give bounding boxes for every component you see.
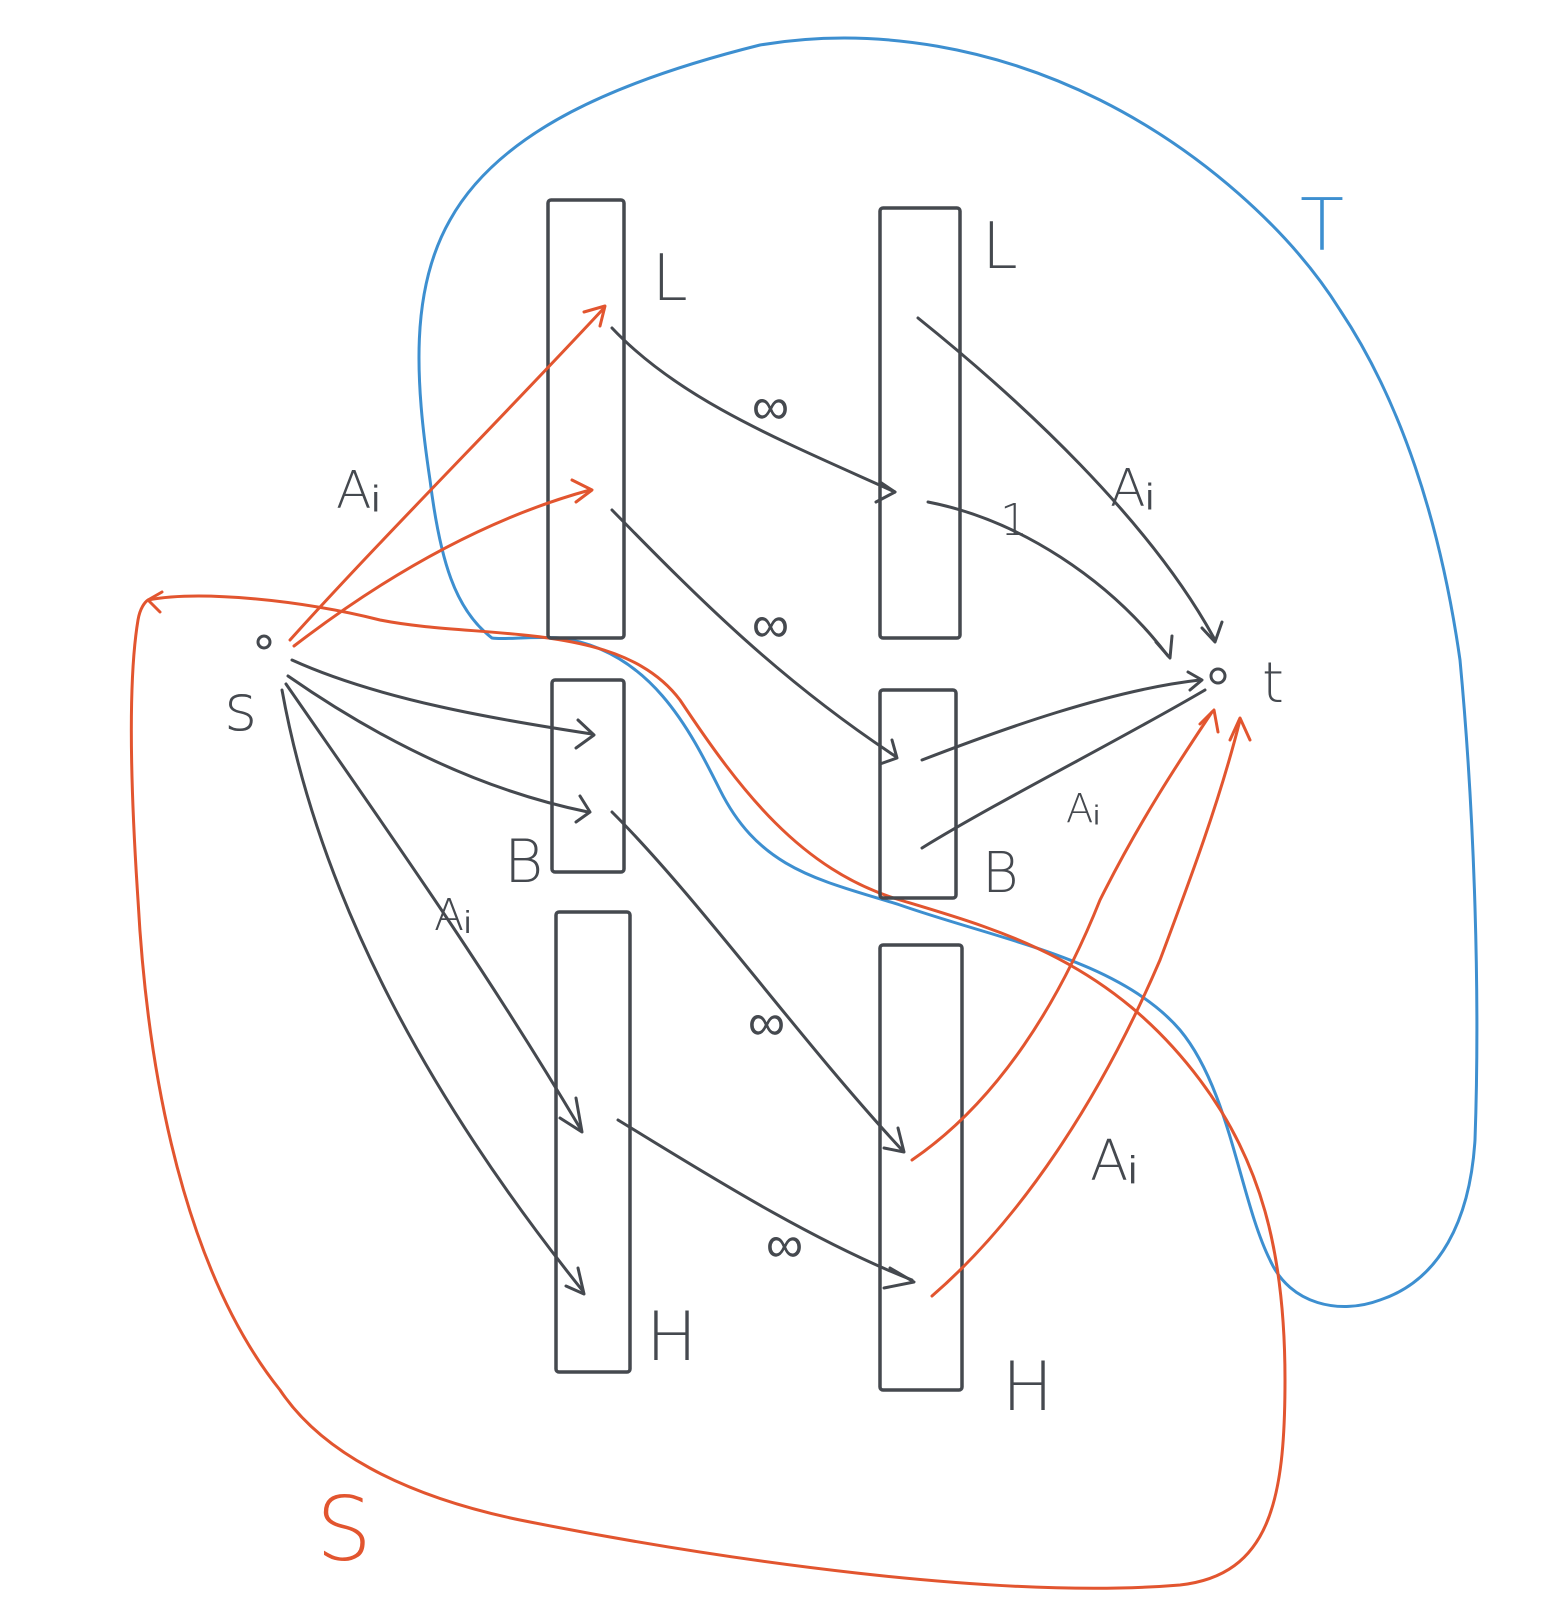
- edge-s-leftL-upper: [288, 306, 606, 642]
- arrowhead-s-leftB-1: [574, 718, 596, 750]
- arrowhead-s-leftL-lower: [570, 478, 594, 504]
- right-L-box: [878, 206, 962, 640]
- edge-leftH-rightH: [616, 1118, 914, 1282]
- edge-leftB-rightH: [610, 810, 904, 1152]
- right-B-box: [878, 688, 958, 900]
- right-L-label: L: [982, 210, 1018, 284]
- capacity-label-left-upper: Aᵢ: [336, 461, 380, 521]
- arrowhead-s-leftH-2: [564, 1266, 586, 1296]
- edge-s-leftL-lower: [292, 488, 592, 648]
- source-label: s: [224, 672, 257, 746]
- infinity-label-1: ∞: [752, 377, 789, 437]
- arrowhead-rightL-mid-t: [1154, 634, 1174, 660]
- infinity-label-4: ∞: [766, 1215, 803, 1275]
- source-set-boundary-orange: [129, 594, 1287, 1590]
- left-H-label: H: [646, 1298, 697, 1377]
- arrowhead-leftB-rightH: [882, 1126, 906, 1154]
- arrowhead-s-leftH-1: [558, 1096, 584, 1134]
- left-L-box: [546, 198, 626, 640]
- sink-label: t: [1262, 651, 1284, 716]
- edge-s-leftH-2: [280, 688, 584, 1292]
- left-L-label: L: [652, 242, 688, 316]
- arrowhead-rightH-t-1: [1198, 708, 1220, 734]
- arrowhead-s-leftL-upper: [582, 304, 607, 328]
- edge-leftL-rightL: [610, 326, 897, 494]
- source-set-label: S: [316, 1478, 372, 1581]
- capacity-label-one: 1: [1000, 495, 1028, 546]
- arrowhead-rightL-t: [1200, 620, 1224, 644]
- sink-set-label: T: [1300, 183, 1344, 267]
- arrowhead-rightB-t-upper: [1186, 670, 1204, 692]
- orange-edges: [288, 304, 1252, 1298]
- edge-rightB-t-upper: [920, 678, 1202, 762]
- capacity-label-right-lower: Aᵢ: [1090, 1129, 1137, 1194]
- edge-s-leftB-1: [290, 658, 594, 736]
- sink-set-boundary-blue: [417, 36, 1479, 1308]
- arrowhead-rightH-t-2: [1228, 716, 1252, 742]
- edge-rightB-t-lower: [920, 688, 1207, 850]
- arrowhead-leftL-rightB: [878, 738, 899, 766]
- edge-rightH-t-1: [910, 710, 1214, 1162]
- edge-rightH-t-2: [930, 718, 1242, 1298]
- arrowhead-s-leftB-2: [574, 794, 592, 824]
- capacity-label-right-middle: Aᵢ: [1066, 786, 1100, 832]
- left-B-box: [550, 678, 626, 874]
- gray-edges: [280, 316, 1224, 1296]
- right-H-box: [878, 943, 964, 1392]
- sink-node: [1209, 667, 1227, 685]
- edge-leftL-rightB: [610, 508, 897, 758]
- edge-rightL-mid-t: [926, 500, 1170, 658]
- left-B-label: B: [504, 827, 543, 897]
- arrowhead-leftH-rightH: [882, 1266, 916, 1290]
- arrowhead-leftL-rightL: [874, 480, 897, 504]
- infinity-label-3: ∞: [748, 993, 785, 1053]
- edge-s-leftB-2: [286, 674, 590, 814]
- capacity-label-right-upper: Aᵢ: [1110, 459, 1154, 519]
- right-H-label: H: [1002, 1348, 1053, 1427]
- right-B-label: B: [982, 841, 1019, 906]
- left-H-box: [554, 910, 632, 1374]
- capacity-label-left-lower: Aᵢ: [434, 890, 471, 941]
- edge-rightL-t: [916, 316, 1217, 642]
- source-node: [256, 634, 272, 650]
- source-set-arrowhead: [146, 590, 164, 614]
- column-boxes: [546, 198, 964, 1392]
- edge-s-leftH-1: [284, 682, 582, 1130]
- infinity-label-2: ∞: [752, 595, 789, 655]
